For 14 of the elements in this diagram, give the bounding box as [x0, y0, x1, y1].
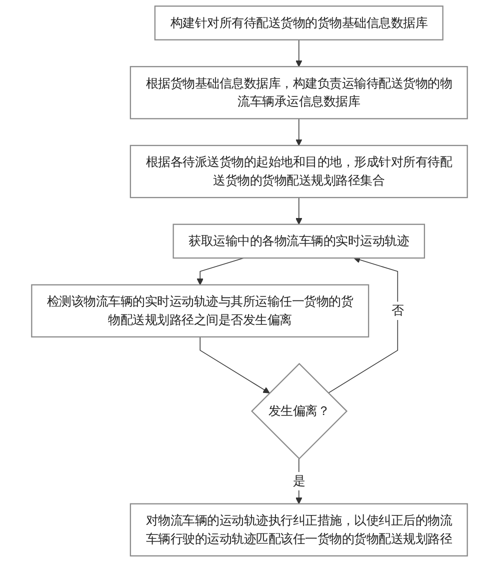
arrow — [296, 197, 302, 225]
edge-label: 是 — [292, 472, 305, 490]
process-box: 根据货物基础信息数据库，构建负责运输待配送货物的物流车辆承运信息数据库 — [130, 66, 468, 120]
process-box: 获取运输中的各物流车辆的实时运动轨迹 — [172, 224, 426, 259]
arrow — [328, 256, 398, 394]
arrow — [200, 336, 270, 394]
edge-label: 否 — [392, 302, 404, 320]
decision-diamond: 发生偏离？ — [250, 362, 348, 460]
process-box: 对物流车辆的运动轨迹执行纠正措施，以使纠正后的物流车辆行驶的运动轨迹匹配该任一货物的货物配送规划路径 — [130, 503, 468, 556]
process-box: 构建针对所有待配送货物的货物基础信息数据库 — [154, 6, 444, 40]
process-box: 检测该物流车辆的实时运动轨迹与其所运输任一货物的货物配送规划路径之间是否发生偏离 — [31, 284, 370, 338]
arrow — [296, 39, 302, 67]
process-box: 根据各待派送货物的起始地和目的地，形成针对所有待配送货物的货物配送规划路径集合 — [130, 144, 468, 198]
arrow — [296, 118, 302, 146]
